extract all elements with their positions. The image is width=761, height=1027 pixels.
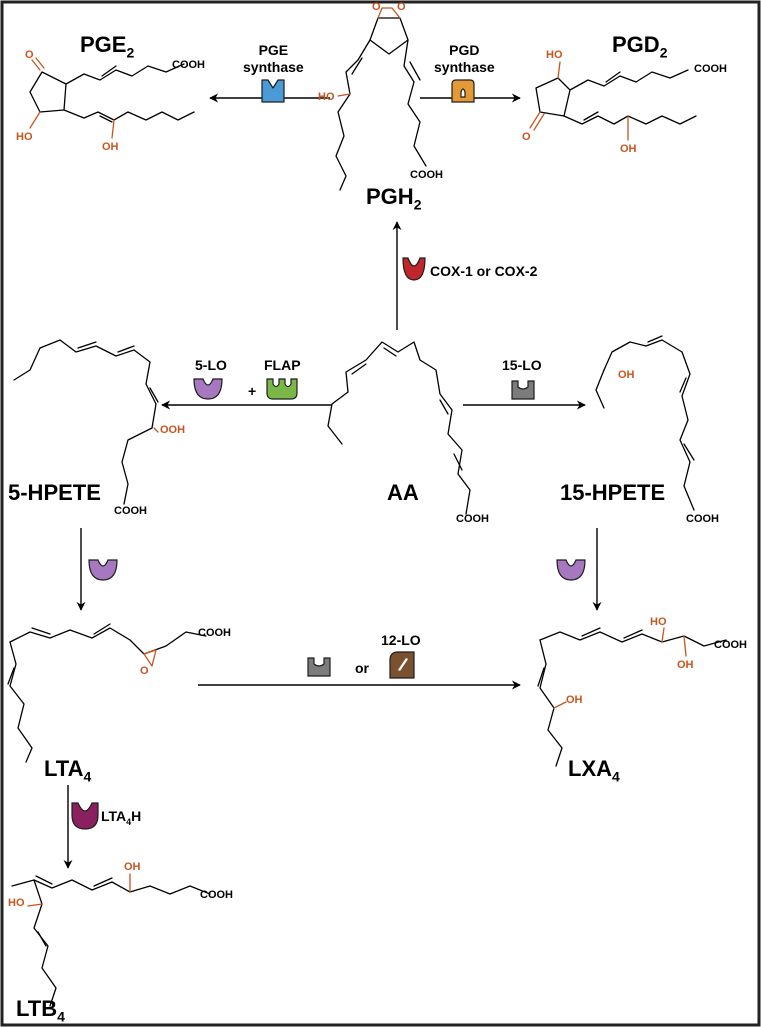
lxa4-label: LXA4 — [568, 756, 620, 785]
lo12-label: 12-LO — [381, 632, 421, 648]
reaction-arrows — [63, 93, 602, 869]
lta4-structure — [7, 623, 207, 763]
pgh2-o1: O — [372, 1, 381, 13]
pge2-structure — [29, 57, 195, 139]
aa-label: AA — [387, 480, 419, 505]
lxa4-cooh: COOH — [714, 639, 747, 651]
pgd2-ho: HO — [546, 49, 563, 61]
pgh2-o2: O — [397, 1, 406, 13]
flap-icon — [266, 378, 298, 400]
lxa4-structure — [537, 627, 727, 767]
ltb4-oh: OH — [124, 861, 141, 873]
aa-cooh: COOH — [456, 513, 489, 525]
lta4-o: O — [140, 665, 149, 677]
15hpete-oh: OH — [618, 369, 635, 381]
ltb4-label: LTB4 — [16, 996, 65, 1025]
ltb4-ho: HO — [8, 897, 25, 909]
lo15-icon-lxa4-step — [307, 657, 331, 677]
plus-sign: + — [248, 383, 257, 399]
lta4h-label: LTA4H — [101, 808, 142, 827]
pge2-keto: O — [25, 49, 34, 61]
lxa4-oh1: OH — [677, 659, 694, 671]
pgh2-ho: HO — [318, 91, 335, 103]
15hpete-label: 15-HPETE — [560, 480, 666, 505]
aa-structure — [327, 341, 471, 515]
lta4h-icon — [71, 802, 99, 830]
cox-icon — [402, 257, 426, 281]
lo5-icon — [193, 378, 223, 400]
cox-label: COX-1 or COX-2 — [430, 263, 538, 279]
pge2-oh: OH — [102, 141, 119, 153]
5hpete-structure — [13, 339, 159, 505]
lta4-cooh: COOH — [198, 627, 231, 639]
pgh2-label: PGH2 — [366, 184, 422, 213]
pge2-ho: HO — [16, 131, 33, 143]
5hpete-cooh: COOH — [114, 505, 147, 517]
lxa4-oh2: OH — [566, 694, 583, 706]
pgd2-keto: O — [522, 131, 531, 143]
pge2-cooh: COOH — [172, 59, 205, 71]
pgd2-cooh: COOH — [694, 63, 727, 75]
lta4-label: LTA4 — [44, 756, 92, 785]
pge2-label: PGE2 — [80, 32, 135, 61]
lxa4-ho: HO — [650, 616, 667, 628]
lo5-icon-lta4-step — [88, 559, 118, 581]
lo5-icon-lxa4-step — [556, 559, 586, 581]
lo15-label: 15-LO — [502, 357, 542, 373]
flap-label: FLAP — [264, 357, 301, 373]
pge-synthase-icon — [261, 79, 285, 103]
ltb4-cooh: COOH — [200, 889, 233, 901]
pgh2-cooh: COOH — [410, 169, 443, 181]
or-label: or — [355, 660, 369, 676]
lo5-label: 5-LO — [195, 357, 227, 373]
lo15-icon — [511, 380, 535, 400]
pgd2-oh: OH — [620, 143, 637, 155]
15hpete-cooh: COOH — [686, 513, 719, 525]
pgd-synthase-icon — [451, 79, 475, 103]
5hpete-label: 5-HPETE — [8, 480, 101, 505]
pgd2-label: PGD2 — [612, 32, 668, 61]
5hpete-ooh: OOH — [160, 424, 186, 436]
pgh2-structure — [335, 7, 427, 191]
pgd2-structure — [529, 61, 697, 141]
lo12-icon — [389, 651, 415, 679]
15hpete-structure — [595, 335, 695, 511]
ltb4-structure — [11, 873, 211, 1007]
